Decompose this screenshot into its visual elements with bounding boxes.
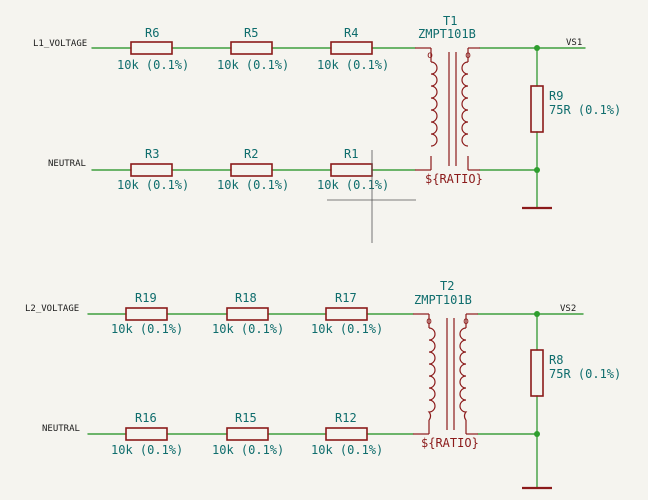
junction-gnd2 <box>534 431 540 437</box>
r2-value: 10k (0.1%) <box>217 178 289 192</box>
resistor-r3[interactable]: R3 10k (0.1%) <box>117 147 189 192</box>
r8-value: 75R (0.1%) <box>549 367 621 381</box>
r2-ref: R2 <box>244 147 258 161</box>
r6-ref: R6 <box>145 26 159 40</box>
r5-value: 10k (0.1%) <box>217 58 289 72</box>
r12-value: 10k (0.1%) <box>311 443 383 457</box>
junction-vs1 <box>534 45 540 51</box>
crosshair-cursor <box>327 150 416 243</box>
t1-ratio-label: ${RATIO} <box>425 172 483 186</box>
resistor-r9[interactable]: R9 75R (0.1%) <box>530 85 621 133</box>
resistor-r15[interactable]: R15 10k (0.1%) <box>212 411 284 457</box>
net-label-l2-voltage: L2_VOLTAGE <box>25 304 79 314</box>
t2-ratio-label: ${RATIO} <box>421 436 479 450</box>
t1-value: ZMPT101B <box>418 27 476 41</box>
circuit-top: L1_VOLTAGE NEUTRAL VS1 R6 10k (0.1%) R5 … <box>33 14 621 210</box>
t1-dot-primary: o <box>427 50 433 61</box>
r12-ref: R12 <box>335 411 357 425</box>
t2-secondary-coil <box>459 327 468 421</box>
r1-ref: R1 <box>344 147 358 161</box>
net-label-neutral-bottom: NEUTRAL <box>42 424 80 434</box>
t1-ref: T1 <box>443 14 457 28</box>
r8-ref: R8 <box>549 353 563 367</box>
r3-ref: R3 <box>145 147 159 161</box>
r18-value: 10k (0.1%) <box>212 322 284 336</box>
resistor-r17[interactable]: R17 10k (0.1%) <box>311 291 383 336</box>
net-label-vs1: VS1 <box>566 38 582 48</box>
r4-value: 10k (0.1%) <box>317 58 389 72</box>
r19-ref: R19 <box>135 291 157 305</box>
r17-ref: R17 <box>335 291 357 305</box>
resistor-r18[interactable]: R18 10k (0.1%) <box>212 291 284 336</box>
circuit-bottom: L2_VOLTAGE NEUTRAL VS2 R19 10k (0.1%) R1… <box>25 279 621 490</box>
r16-ref: R16 <box>135 411 157 425</box>
resistor-r19[interactable]: R19 10k (0.1%) <box>111 291 183 336</box>
r1-value: 10k (0.1%) <box>317 178 389 192</box>
t2-primary-coil <box>427 327 436 421</box>
r15-ref: R15 <box>235 411 257 425</box>
resistor-r6[interactable]: R6 10k (0.1%) <box>117 26 189 72</box>
r6-value: 10k (0.1%) <box>117 58 189 72</box>
r17-value: 10k (0.1%) <box>311 322 383 336</box>
transformer-t1[interactable]: T1 ZMPT101B o o ${RATIO} <box>415 14 483 186</box>
net-label-l1-voltage: L1_VOLTAGE <box>33 39 87 49</box>
t2-value: ZMPT101B <box>414 293 472 307</box>
resistor-r2[interactable]: R2 10k (0.1%) <box>217 147 289 192</box>
resistor-r8[interactable]: R8 75R (0.1%) <box>530 349 621 397</box>
net-label-neutral-top: NEUTRAL <box>48 159 86 169</box>
resistor-r4[interactable]: R4 10k (0.1%) <box>317 26 389 72</box>
r5-ref: R5 <box>244 26 258 40</box>
transformer-t2[interactable]: T2 ZMPT101B o o ${RATIO} <box>413 279 479 450</box>
r16-value: 10k (0.1%) <box>111 443 183 457</box>
r9-value: 75R (0.1%) <box>549 103 621 117</box>
junction-vs2 <box>534 311 540 317</box>
r18-ref: R18 <box>235 291 257 305</box>
r9-ref: R9 <box>549 89 563 103</box>
t1-primary-coil <box>430 61 438 147</box>
r4-ref: R4 <box>344 26 358 40</box>
resistor-r16[interactable]: R16 10k (0.1%) <box>111 411 183 457</box>
resistor-r5[interactable]: R5 10k (0.1%) <box>217 26 289 72</box>
r3-value: 10k (0.1%) <box>117 178 189 192</box>
junction-gnd1 <box>534 167 540 173</box>
net-label-vs2: VS2 <box>560 304 576 314</box>
t2-ref: T2 <box>440 279 454 293</box>
r15-value: 10k (0.1%) <box>212 443 284 457</box>
t1-secondary-coil <box>461 61 469 147</box>
r19-value: 10k (0.1%) <box>111 322 183 336</box>
resistor-r12[interactable]: R12 10k (0.1%) <box>311 411 383 457</box>
